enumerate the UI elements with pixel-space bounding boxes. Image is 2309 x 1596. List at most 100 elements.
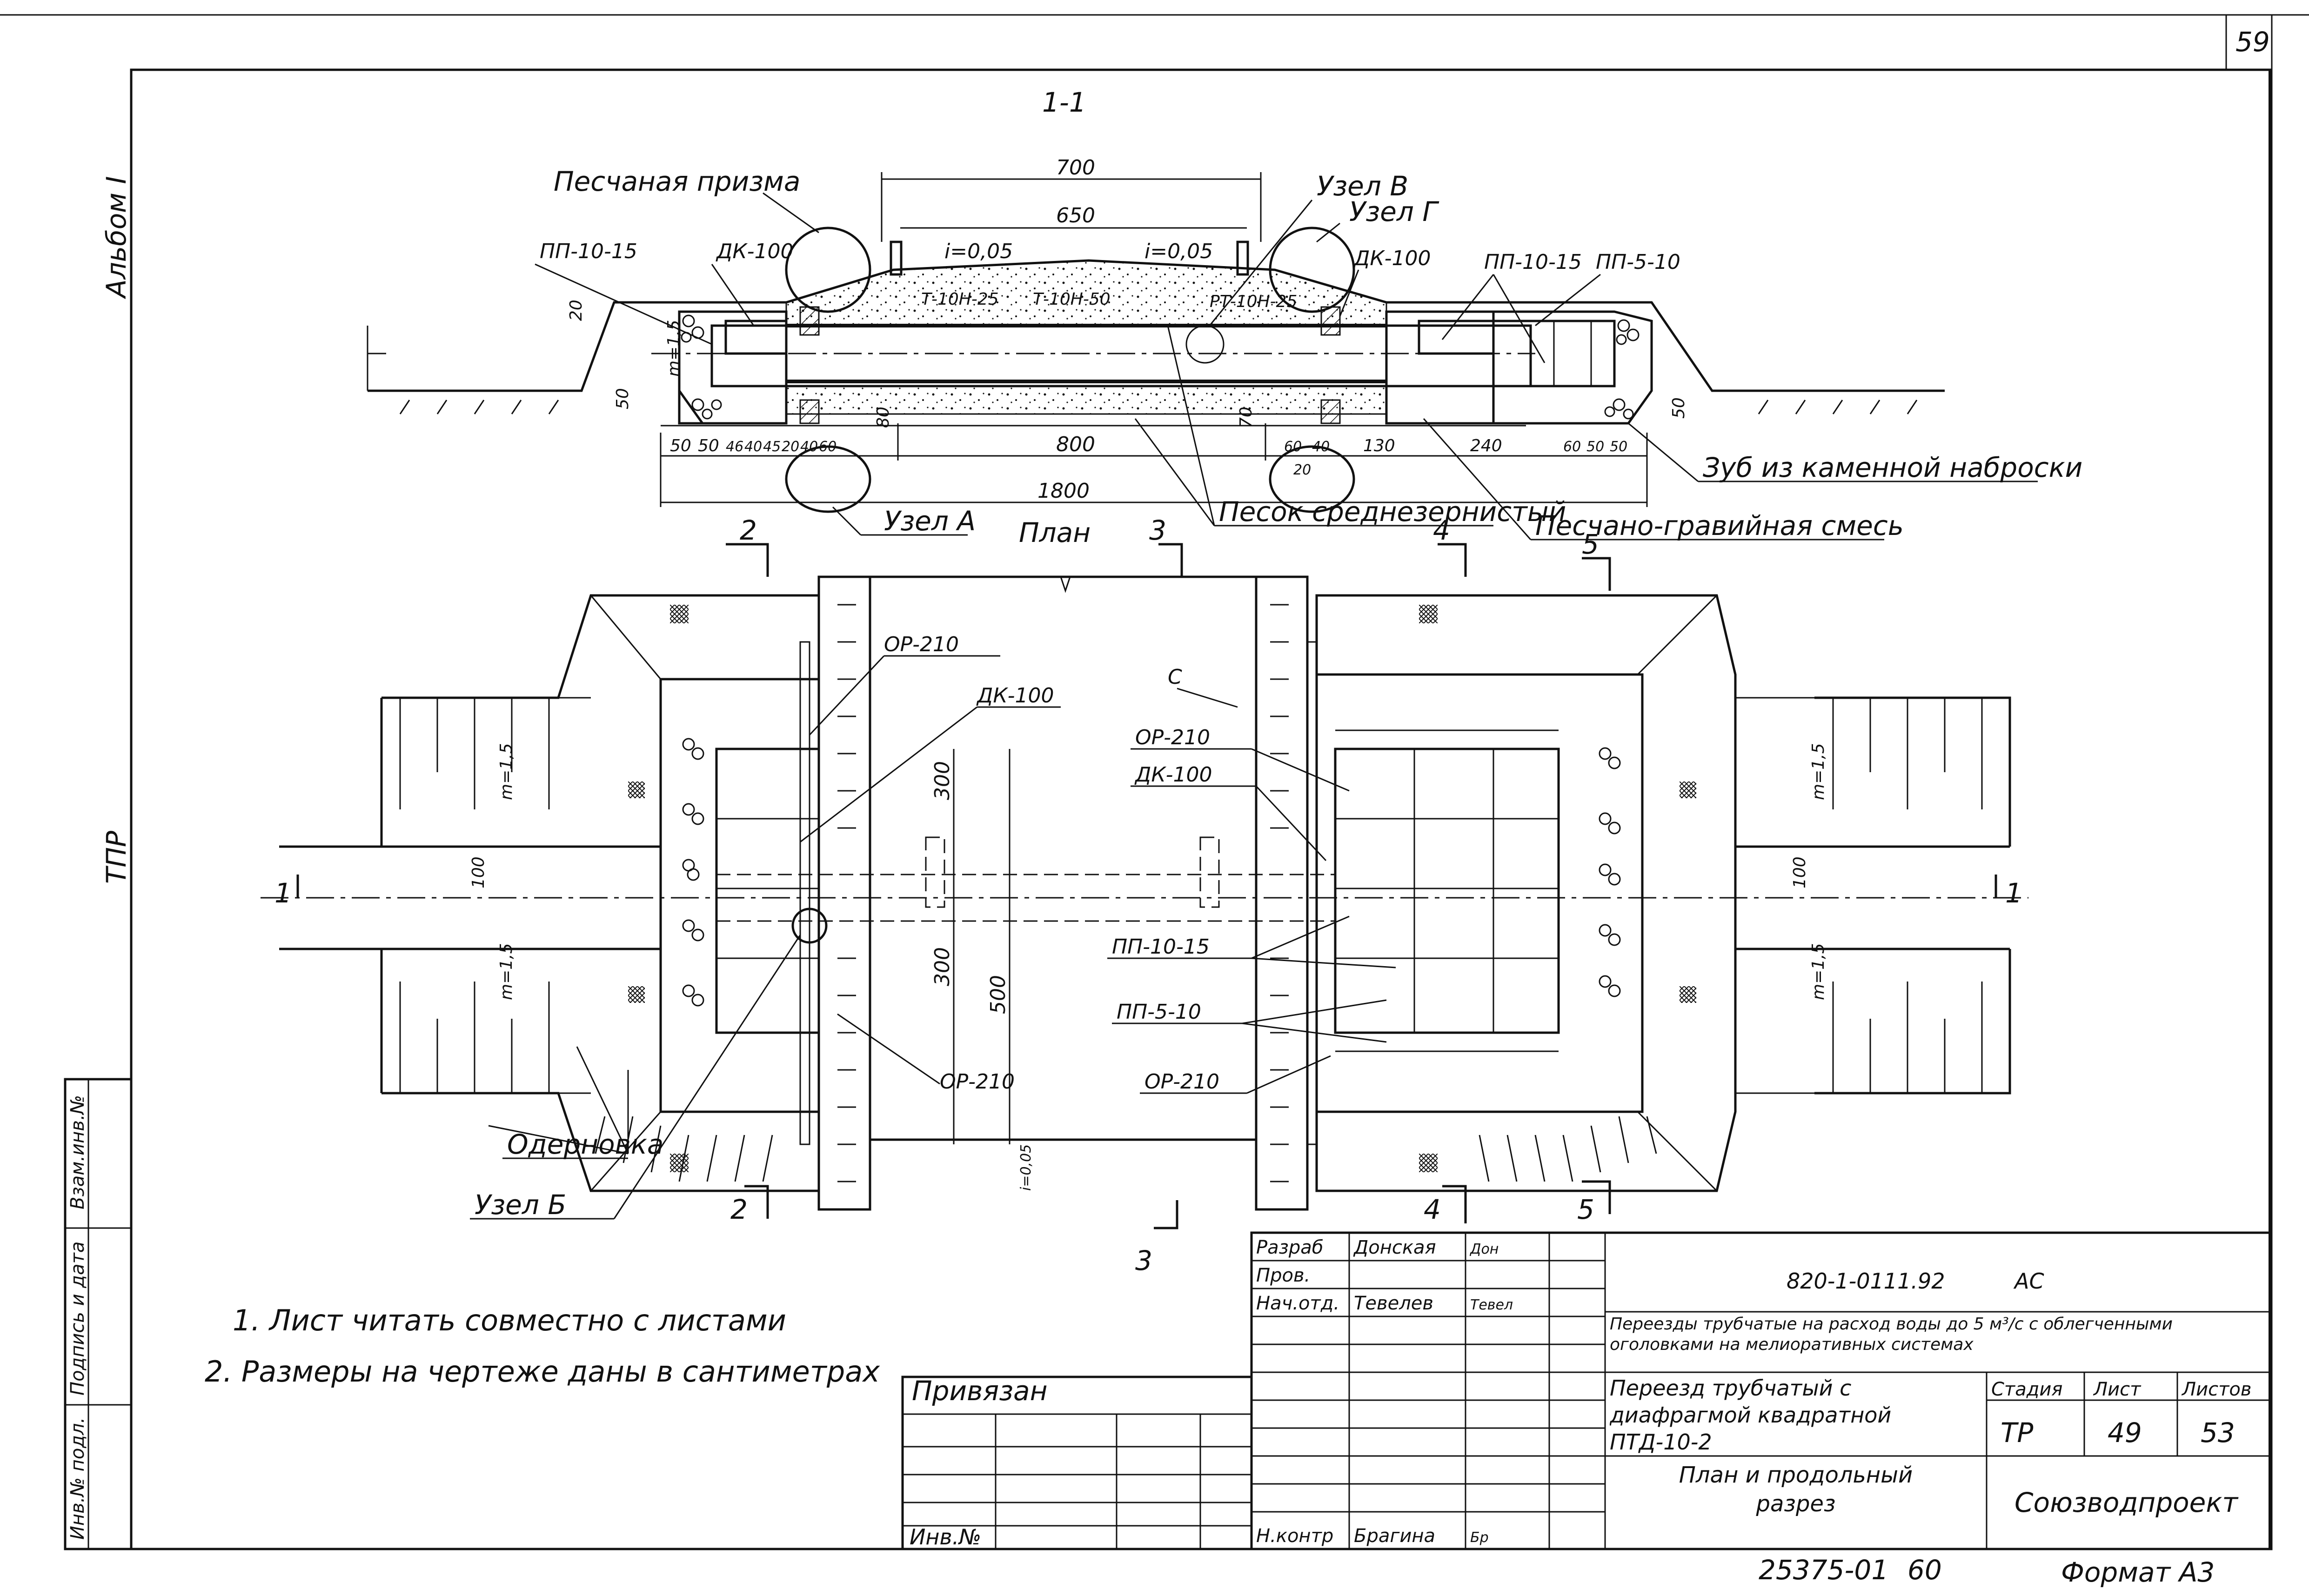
dim-300-bottom: 300 — [930, 947, 954, 986]
dim-60-a: 60 — [819, 439, 837, 455]
label-pp-5-10-plan: ПП-5-10 — [1117, 1000, 1201, 1024]
side-stamp — [64, 1078, 133, 1550]
note-2: 2. Размеры на чертеже даны в сантиметрах — [205, 1355, 880, 1389]
label-pp-10-15-plan: ПП-10-15 — [1112, 935, 1210, 959]
slope-hatching — [399, 698, 1983, 1182]
dim-60-c: 60 — [1563, 439, 1581, 455]
dim-50-d: 50 — [1610, 439, 1627, 455]
label-dk-100-left: ДК-100 — [716, 240, 793, 263]
stamp-mark: АС — [2013, 1269, 2044, 1294]
stone-tooth-right — [1604, 319, 1640, 420]
stamp-privyazan: Привязан — [912, 1375, 1048, 1407]
dim-70: 70 — [1237, 407, 1256, 428]
label-sand-medium: Песок среднезернистый — [1219, 496, 1566, 528]
role-1: Пров. — [1256, 1265, 1310, 1286]
note-1: 1. Лист читать совместно с листами — [233, 1303, 786, 1337]
label-t10n50: Т-10Н-50 — [1033, 290, 1111, 309]
dim-60-b: 60 — [1284, 439, 1302, 455]
label-op-210-d: ОР-210 — [1144, 1070, 1219, 1094]
vzam-inv-label: Взам.инв.№ — [67, 1095, 88, 1209]
label-sand-prism: Песчаная призма — [554, 166, 800, 197]
ground-hatch — [399, 400, 1918, 414]
slope-right: i=0,05 — [1144, 240, 1213, 263]
stamp-stage-header: Стадия — [1991, 1379, 2062, 1400]
label-op-210-b: ОР-210 — [1135, 726, 1210, 749]
stamp-project-title: Переезды трубчатые на расход воды до 5 м… — [1610, 1315, 2173, 1354]
label-dk-100-b: ДК-100 — [1134, 763, 1212, 787]
dim-100-left: 100 — [469, 856, 488, 888]
dim-40-b: 40 — [800, 439, 818, 455]
dim-700: 700 — [1056, 156, 1095, 180]
stamp-object-title-box: Переезд трубчатый с диафрагмой квадратно… — [1610, 1376, 1892, 1454]
title-block — [901, 1231, 2272, 1550]
dim-40-c: 40 — [1312, 439, 1330, 455]
label-pp-10-15-left: ПП-10-15 — [540, 240, 637, 263]
cut-5-bottom: 5 — [1577, 1194, 1594, 1225]
dim-100-right: 100 — [1790, 856, 1809, 888]
sign-0: Дон — [1469, 1241, 1499, 1257]
plan-stones — [682, 738, 1621, 1007]
label-op-210-a: ОР-210 — [884, 633, 959, 656]
dim-240: 240 — [1470, 436, 1502, 455]
stamp-format: Формат А3 — [2061, 1556, 2215, 1588]
node-v-circle — [1185, 325, 1225, 364]
print-page: 60 — [1907, 1554, 1942, 1586]
label-pp-5-10-right: ПП-5-10 — [1596, 250, 1680, 274]
section-slope-m15: m=1,5 — [664, 320, 683, 377]
sign-date-label: Подпись и дата — [67, 1242, 88, 1396]
label-node-v: Узел В — [1317, 170, 1408, 202]
dim-45: 45 — [763, 439, 781, 455]
stamp-object-title: Переезд трубчатый с диафрагмой квадратно… — [1610, 1376, 1892, 1454]
cut-1-right: 1 — [2005, 877, 2022, 909]
inv-podl-label: Инв.№ подл. — [67, 1417, 88, 1540]
label-node-a: Узел А — [884, 505, 976, 537]
dim-20-a: 20 — [782, 439, 799, 455]
label-t10n25: Т-10Н-25 — [921, 290, 999, 309]
label-pp-10-15-right: ПП-10-15 — [1484, 250, 1582, 274]
section-view: 1-1 — [367, 87, 2082, 548]
dim-50-a: 50 — [670, 436, 691, 455]
road-ticks — [837, 604, 1289, 1182]
stamp-sheet-header: Лист — [2093, 1379, 2142, 1400]
series-label: ТПР — [100, 831, 132, 884]
dim-20-vert: 20 — [567, 300, 586, 321]
print-number: 25375-01 — [1759, 1554, 1888, 1586]
dim-1800: 1800 — [1037, 479, 1090, 503]
stamp-sheet: 49 — [2108, 1417, 2142, 1449]
dim-300-top: 300 — [930, 761, 954, 800]
node-g-circle — [1269, 227, 1355, 313]
dim-800: 800 — [1056, 433, 1095, 456]
dim-130: 130 — [1363, 436, 1395, 455]
label-node-g: Узел Г — [1349, 196, 1439, 227]
plan-slope: i=0,05 — [1018, 1144, 1034, 1191]
label-dk-100-right: ДК-100 — [1353, 247, 1431, 270]
label-dk-100-a: ДК-100 — [976, 684, 1054, 708]
cut-1-left: 1 — [274, 877, 292, 909]
page-number: 59 — [2235, 26, 2270, 58]
stamp-code: 820-1-0111.92 — [1787, 1269, 1945, 1294]
album-label: Альбом I — [100, 176, 132, 300]
sign-2: Тевел — [1470, 1297, 1513, 1313]
label-op-210-c: ОР-210 — [940, 1070, 1015, 1094]
name-3: Брагина — [1354, 1525, 1435, 1547]
dim-80: 80 — [874, 407, 893, 428]
stone-tooth-left — [681, 314, 722, 420]
cut-3-top: 3 — [1149, 514, 1166, 546]
cut-5-top: 5 — [1582, 528, 1599, 560]
dim-40-a: 40 — [744, 439, 762, 455]
stamp-sheets: 53 — [2201, 1417, 2235, 1449]
name-0: Донская — [1353, 1237, 1436, 1258]
slope-m15-bottom-right: m=1,5 — [1809, 943, 1828, 1000]
role-2: Нач.отд. — [1256, 1293, 1339, 1314]
label-sand-gravel: Песчано-гравийная смесь — [1535, 510, 1904, 541]
dim-20-b: 20 — [1293, 462, 1311, 478]
dim-650: 650 — [1056, 204, 1095, 227]
stamp-inv-no: Инв.№ — [910, 1524, 981, 1549]
node-circle-sand-prism — [785, 227, 871, 313]
cut-3-bottom: 3 — [1135, 1245, 1152, 1276]
label-node-b: Узел Б — [475, 1189, 566, 1221]
dim-50-c: 50 — [1586, 439, 1604, 455]
cut-2-top: 2 — [740, 514, 757, 546]
dim-50-vert-left: 50 — [613, 388, 632, 409]
